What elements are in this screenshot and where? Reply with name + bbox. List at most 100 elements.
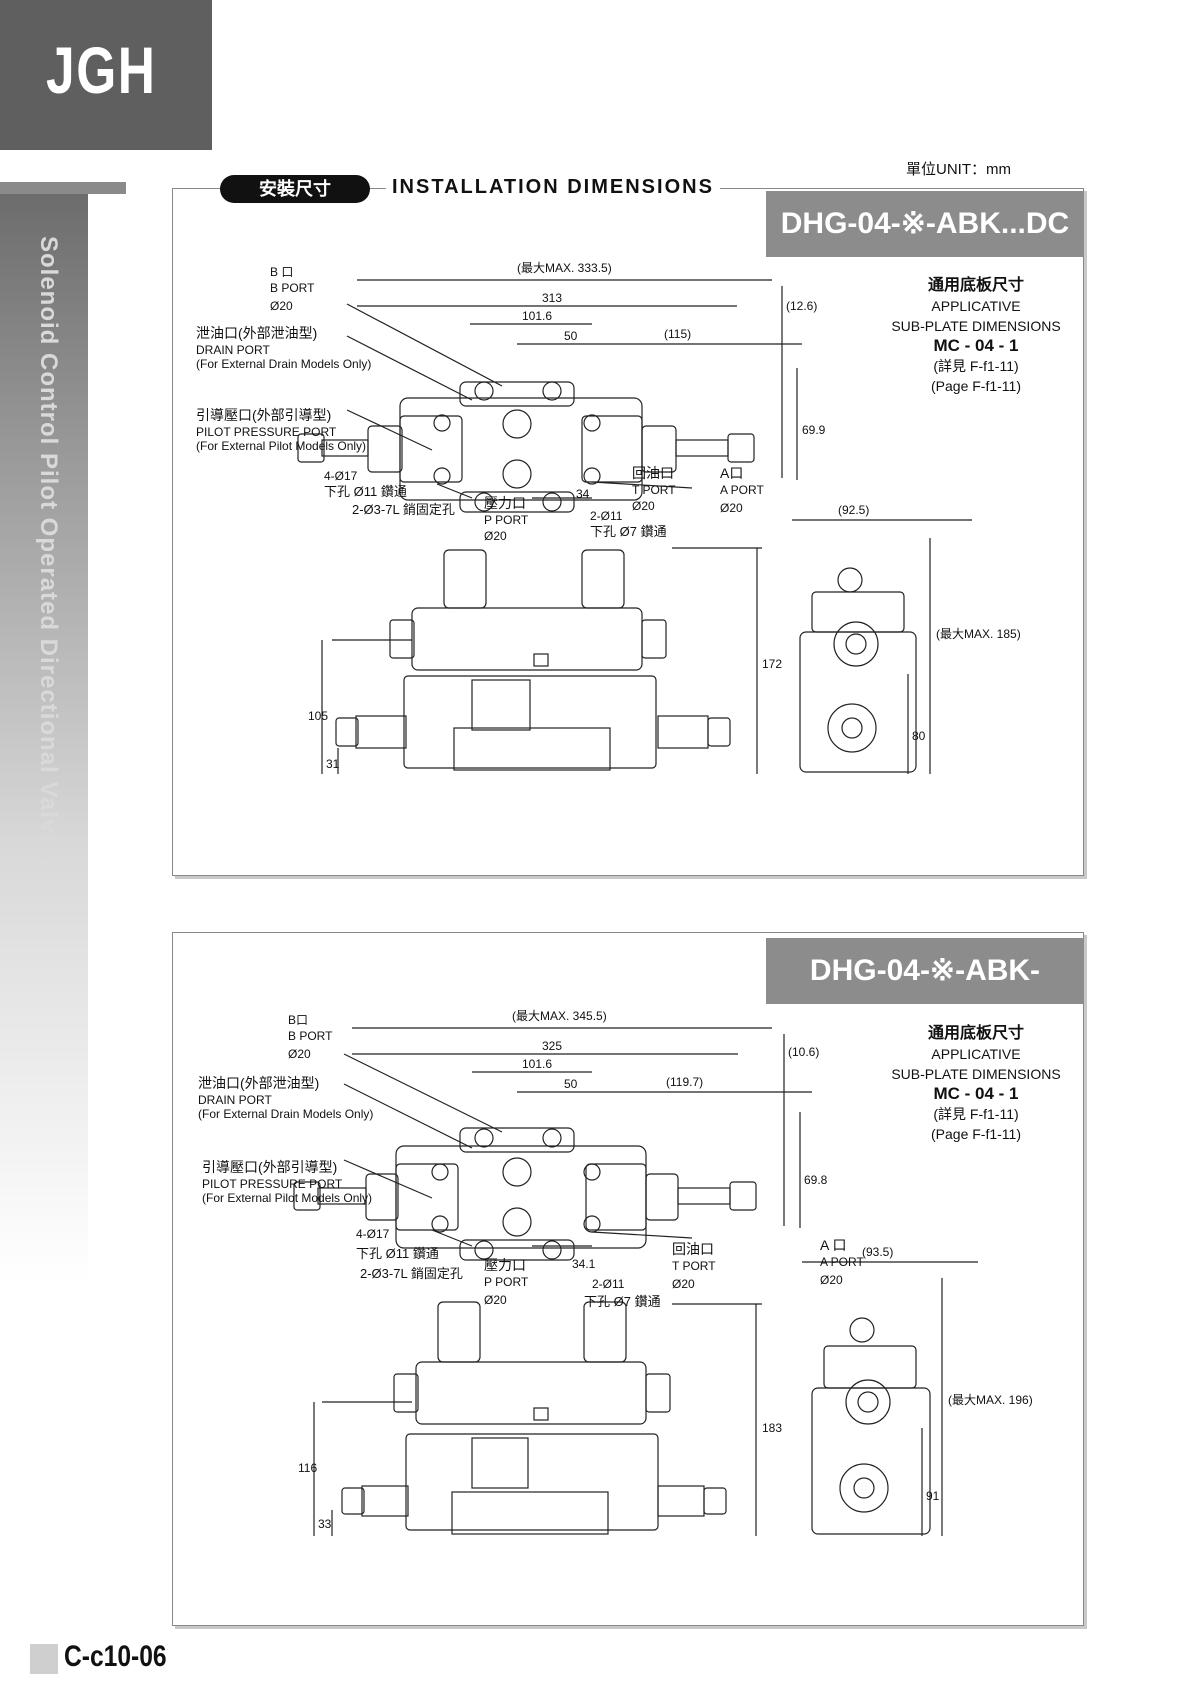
label-t-cn: 回油口 [632, 465, 674, 481]
dim-69-8: 69.8 [804, 1173, 828, 1187]
dim-172: 172 [762, 657, 782, 671]
dim-116: 116 [298, 1461, 317, 1475]
dim-196: (最大MAX. 196) [948, 1393, 1033, 1407]
dim-34: 34 [576, 487, 590, 501]
label-p-d: Ø20 [484, 1293, 507, 1307]
technical-drawing-2: B口 B PORT Ø20 泄油口(外部泄油型) DRAIN PORT (For… [198, 1009, 1033, 1536]
dim-69-9: 69.9 [802, 423, 826, 437]
label-t-d: Ø20 [632, 499, 655, 513]
subplate-ref-cn: (詳見 F-f1-11) [933, 1106, 1019, 1122]
label-pin: 2-Ø3-7L 銷固定孔 [360, 1266, 463, 1281]
dim-max: (最大MAX. 333.5) [517, 261, 612, 275]
label-dia11: 2-Ø11 [590, 509, 623, 523]
subplate-model: MC - 04 - 1 [933, 336, 1019, 355]
side-title: Solenoid Control Pilot Operated Directio… [35, 236, 62, 863]
label-pin: 2-Ø3-7L 銷固定孔 [352, 502, 455, 517]
label-dia11-sub: 下孔 Ø7 鑽通 [590, 524, 667, 539]
label-a-cn: A口 [720, 465, 743, 481]
label-pilot-note: (For External Pilot Models Only) [196, 439, 366, 453]
subplate-ref-en: (Page F-f1-11) [931, 378, 1021, 394]
dim-31: 31 [326, 757, 340, 771]
dim-33: 33 [318, 1517, 332, 1531]
label-t-en: T PORT [672, 1259, 716, 1273]
dim-119-7: (119.7) [666, 1075, 703, 1089]
label-holes: 4-Ø17 [324, 469, 358, 483]
label-t-cn: 回油口 [672, 1241, 714, 1257]
side-top-band [0, 182, 126, 194]
label-dia11-sub: 下孔 Ø7 鑽通 [584, 1294, 661, 1309]
label-b-port-en: B PORT [288, 1029, 333, 1043]
subplate-model: MC - 04 - 1 [933, 1084, 1019, 1103]
dim-325: 325 [542, 1039, 562, 1053]
dim-50: 50 [564, 329, 578, 343]
subplate-line1: APPLICATIVE [931, 298, 1021, 314]
label-p-cn: 壓力口 [484, 495, 526, 511]
label-b-port-cn: B口 [288, 1013, 308, 1027]
dim-max: (最大MAX. 345.5) [512, 1009, 607, 1023]
dim-50: 50 [564, 1077, 578, 1091]
page-code: C-c10-06 [64, 1640, 167, 1673]
label-b-port-d: Ø20 [288, 1047, 311, 1061]
label-pilot-cn: 引導壓口(外部引導型) [202, 1159, 337, 1175]
footer-marker [30, 1644, 58, 1674]
label-a-d: Ø20 [820, 1273, 843, 1287]
label-holes-sub: 下孔 Ø11 鑽通 [324, 484, 407, 499]
dim-185: (最大MAX. 185) [936, 627, 1021, 641]
label-b-port-en: B PORT [270, 281, 315, 295]
model-banner-2: DHG-04-※-ABK-50..DC [766, 938, 1084, 1053]
unit-label: 單位UNIT：mm [906, 161, 1011, 178]
dim-80: 80 [912, 729, 926, 743]
label-drain-en: DRAIN PORT [198, 1093, 272, 1107]
label-holes-sub: 下孔 Ø11 鑽通 [356, 1246, 439, 1261]
dim-91: 91 [926, 1489, 940, 1503]
dim-313: 313 [542, 291, 562, 305]
dim-92-5: (92.5) [838, 503, 869, 517]
label-p-cn: 壓力口 [484, 1257, 526, 1273]
dim-115: (115) [664, 327, 691, 341]
label-t-en: T PORT [632, 483, 676, 497]
label-p-en: P PORT [484, 513, 529, 527]
drawing-panel-2 [172, 932, 1084, 1626]
dim-12-6: (12.6) [786, 299, 817, 313]
section-title-en: INSTALLATION DIMENSIONS [386, 176, 720, 199]
label-b-port-d: Ø20 [270, 299, 293, 313]
label-drain-en: DRAIN PORT [196, 343, 270, 357]
subplate-ref-en: (Page F-f1-11) [931, 1126, 1021, 1142]
dim-101: 101.6 [522, 309, 552, 323]
subplate-info-1: 通用底板尺寸 APPLICATIVE SUB-PLATE DIMENSIONS … [881, 276, 1071, 396]
label-pilot-cn: 引導壓口(外部引導型) [196, 407, 331, 423]
subplate-title: 通用底板尺寸 [927, 277, 1024, 294]
label-a-cn: A 口 [820, 1237, 846, 1253]
drawing-panel-1 [172, 188, 1084, 876]
label-drain-note: (For External Drain Models Only) [198, 1107, 373, 1121]
label-b-port-cn: B 口 [270, 265, 293, 279]
section-title-cn: 安裝尺寸 [220, 175, 370, 203]
technical-drawing-1: B 口 B PORT Ø20 泄油口(外部泄油型) DRAIN PORT (Fo… [196, 261, 1021, 774]
dim-10-6: (10.6) [788, 1045, 819, 1059]
subplate-info-2: 通用底板尺寸 APPLICATIVE SUB-PLATE DIMENSIONS … [881, 1024, 1071, 1144]
label-dia11: 2-Ø11 [592, 1277, 625, 1291]
label-p-d: Ø20 [484, 529, 507, 543]
dim-183: 183 [762, 1421, 782, 1435]
subplate-title: 通用底板尺寸 [927, 1025, 1024, 1042]
label-a-en: A PORT [820, 1255, 864, 1269]
dim-101: 101.6 [522, 1057, 552, 1071]
label-pilot-en: PILOT PRESSURE PORT [196, 425, 337, 439]
subplate-line2: SUB-PLATE DIMENSIONS [891, 318, 1061, 334]
dim-105: 105 [308, 709, 328, 723]
label-holes: 4-Ø17 [356, 1227, 390, 1241]
dim-34-1: 34.1 [572, 1257, 596, 1271]
label-drain-cn: 泄油口(外部泄油型) [198, 1075, 319, 1091]
label-t-d: Ø20 [672, 1277, 695, 1291]
label-drain-cn: 泄油口(外部泄油型) [196, 325, 317, 341]
label-a-d: Ø20 [720, 501, 743, 515]
brand-logo-box: JGH [0, 0, 212, 150]
model-banner-1: DHG-04-※-ABK...DC [766, 191, 1084, 257]
dim-93-5: (93.5) [862, 1245, 893, 1259]
label-a-en: A PORT [720, 483, 764, 497]
subplate-ref-cn: (詳見 F-f1-11) [933, 358, 1019, 374]
label-p-en: P PORT [484, 1275, 529, 1289]
subplate-line1: APPLICATIVE [931, 1046, 1021, 1062]
side-gradient-bar [0, 182, 88, 1282]
brand-logo: JGH [46, 33, 157, 107]
